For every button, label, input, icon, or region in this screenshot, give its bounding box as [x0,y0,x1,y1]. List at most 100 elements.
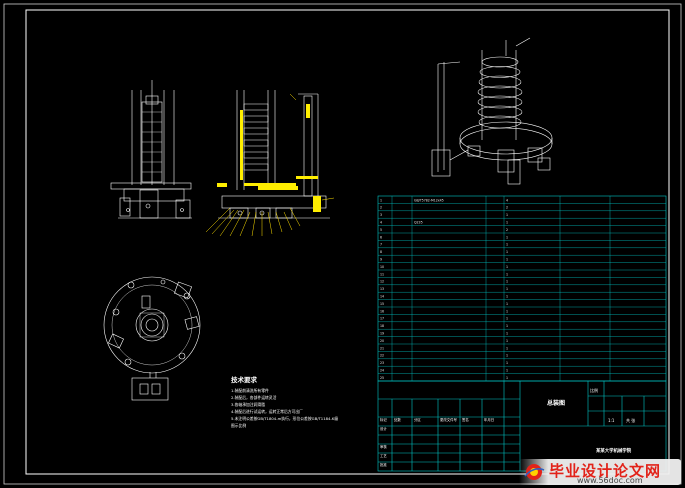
table-cell: 1 [506,258,508,262]
table-cell: Q235 [414,221,423,225]
table-cell: 2 [506,228,508,232]
table-cell: 3 [380,213,382,217]
table-cell: GB/T5782-M12x45 [414,198,444,202]
note-line: 3.各轴承加注润滑脂 [231,402,265,407]
section-highlights [217,104,321,212]
title-block-text: 标记 处数 分区 更改文件号 签名 年月日 设计 审核 工艺 批准 总装图 比例… [380,387,635,467]
note-line: 5.未注明公差按GB/T1804-m执行，形位公差按GB/T1184-K级 [231,416,338,421]
table-cell: 1 [506,235,508,239]
table-cell: 1 [506,302,508,306]
outer-border [3,3,682,485]
table-cell: 9 [380,258,382,262]
table-cell: 16 [380,309,384,313]
table-row: 14 1 [380,295,508,299]
table-cell: 1 [506,250,508,254]
note-line: 图示比例 [231,423,246,428]
table-cell: 15 [380,302,384,306]
table-row: 1 GB/T5782-M12x45 4 [380,198,508,202]
table-row: 24 1 [380,369,508,373]
table-cell: 5 [380,228,382,232]
table-cell: 1 [506,309,508,313]
table-cell: 6 [380,235,382,239]
sheet-label: 共 张 [626,417,635,423]
table-cell: 4 [380,221,382,225]
header-col: 更改文件号 [440,417,458,422]
table-cell: 17 [380,317,384,321]
signoff-label: 设计 [380,426,387,431]
table-row: 15 1 [380,302,508,306]
table-row: 4 Q235 1 [380,221,508,225]
table-cell: 2 [506,206,508,210]
table-cell: 1 [506,272,508,276]
header-col: 年月日 [484,417,494,422]
header-col: 签名 [462,417,469,422]
technical-notes: 技术要求 1.装配前清洗所有零件 2.装配后，各部件运转灵活 3.各轴承加注润滑… [231,375,338,428]
table-cell: 22 [380,354,384,358]
table-row: 21 1 [380,346,508,350]
school-name: 某某大学机械学院 [596,447,632,454]
note-line: 1.装配前清洗所有零件 [231,388,269,393]
site-watermark: 毕业设计论文网 www.56doc.com [519,459,681,485]
table-cell: 14 [380,295,384,299]
table-row: 25 1 [380,376,508,380]
table-row: 16 1 [380,309,508,313]
signoff-label: 审核 [380,444,387,449]
table-cell: 25 [380,376,384,380]
note-line: 2.装配后，各部件运转灵活 [231,395,277,400]
ratio-value: 1:1 [608,418,615,423]
signoff-label: 工艺 [380,453,387,458]
title-block [377,380,667,472]
table-cell: 1 [506,332,508,336]
table-cell: 12 [380,280,384,284]
table-cell: 1 [506,361,508,365]
table-cell: 21 [380,346,384,350]
note-line: 4.装配后进行试运转，运转正常后方可出厂 [231,409,303,414]
table-row: 23 1 [380,361,508,365]
table-cell: 1 [380,198,382,202]
table-cell: 1 [506,265,508,269]
table-cell: 1 [506,369,508,373]
watermark-url: www.56doc.com [577,476,643,485]
table-cell: 1 [506,354,508,358]
table-cell: 1 [506,280,508,284]
table-cell: 1 [506,295,508,299]
table-cell: 2 [380,206,382,210]
table-cell: 1 [506,376,508,380]
table-row: 17 1 [380,317,508,321]
isometric-view [431,37,553,185]
table-row: 12 1 [380,280,508,284]
header-col: 标记 [380,417,387,422]
watermark-title: 毕业设计论文网 [549,462,662,480]
table-cell: 1 [506,324,508,328]
table-cell: 7 [380,243,382,247]
table-cell: 11 [380,272,384,276]
table-cell: 1 [506,346,508,350]
inner-border [25,9,670,475]
notes-title: 技术要求 [231,375,258,384]
header-col: 处数 [394,417,401,422]
table-cell: 1 [506,243,508,247]
table-cell: 4 [506,198,508,202]
table-cell: 1 [506,221,508,225]
table-row: 22 1 [380,354,508,358]
table-cell: 8 [380,250,382,254]
table-cell: 24 [380,369,384,373]
table-cell: 1 [506,317,508,321]
table-cell: 23 [380,361,384,365]
signoff-label: 批准 [380,462,387,467]
section-view [218,90,330,219]
table-cell: 1 [506,339,508,343]
table-cell: 1 [506,287,508,291]
